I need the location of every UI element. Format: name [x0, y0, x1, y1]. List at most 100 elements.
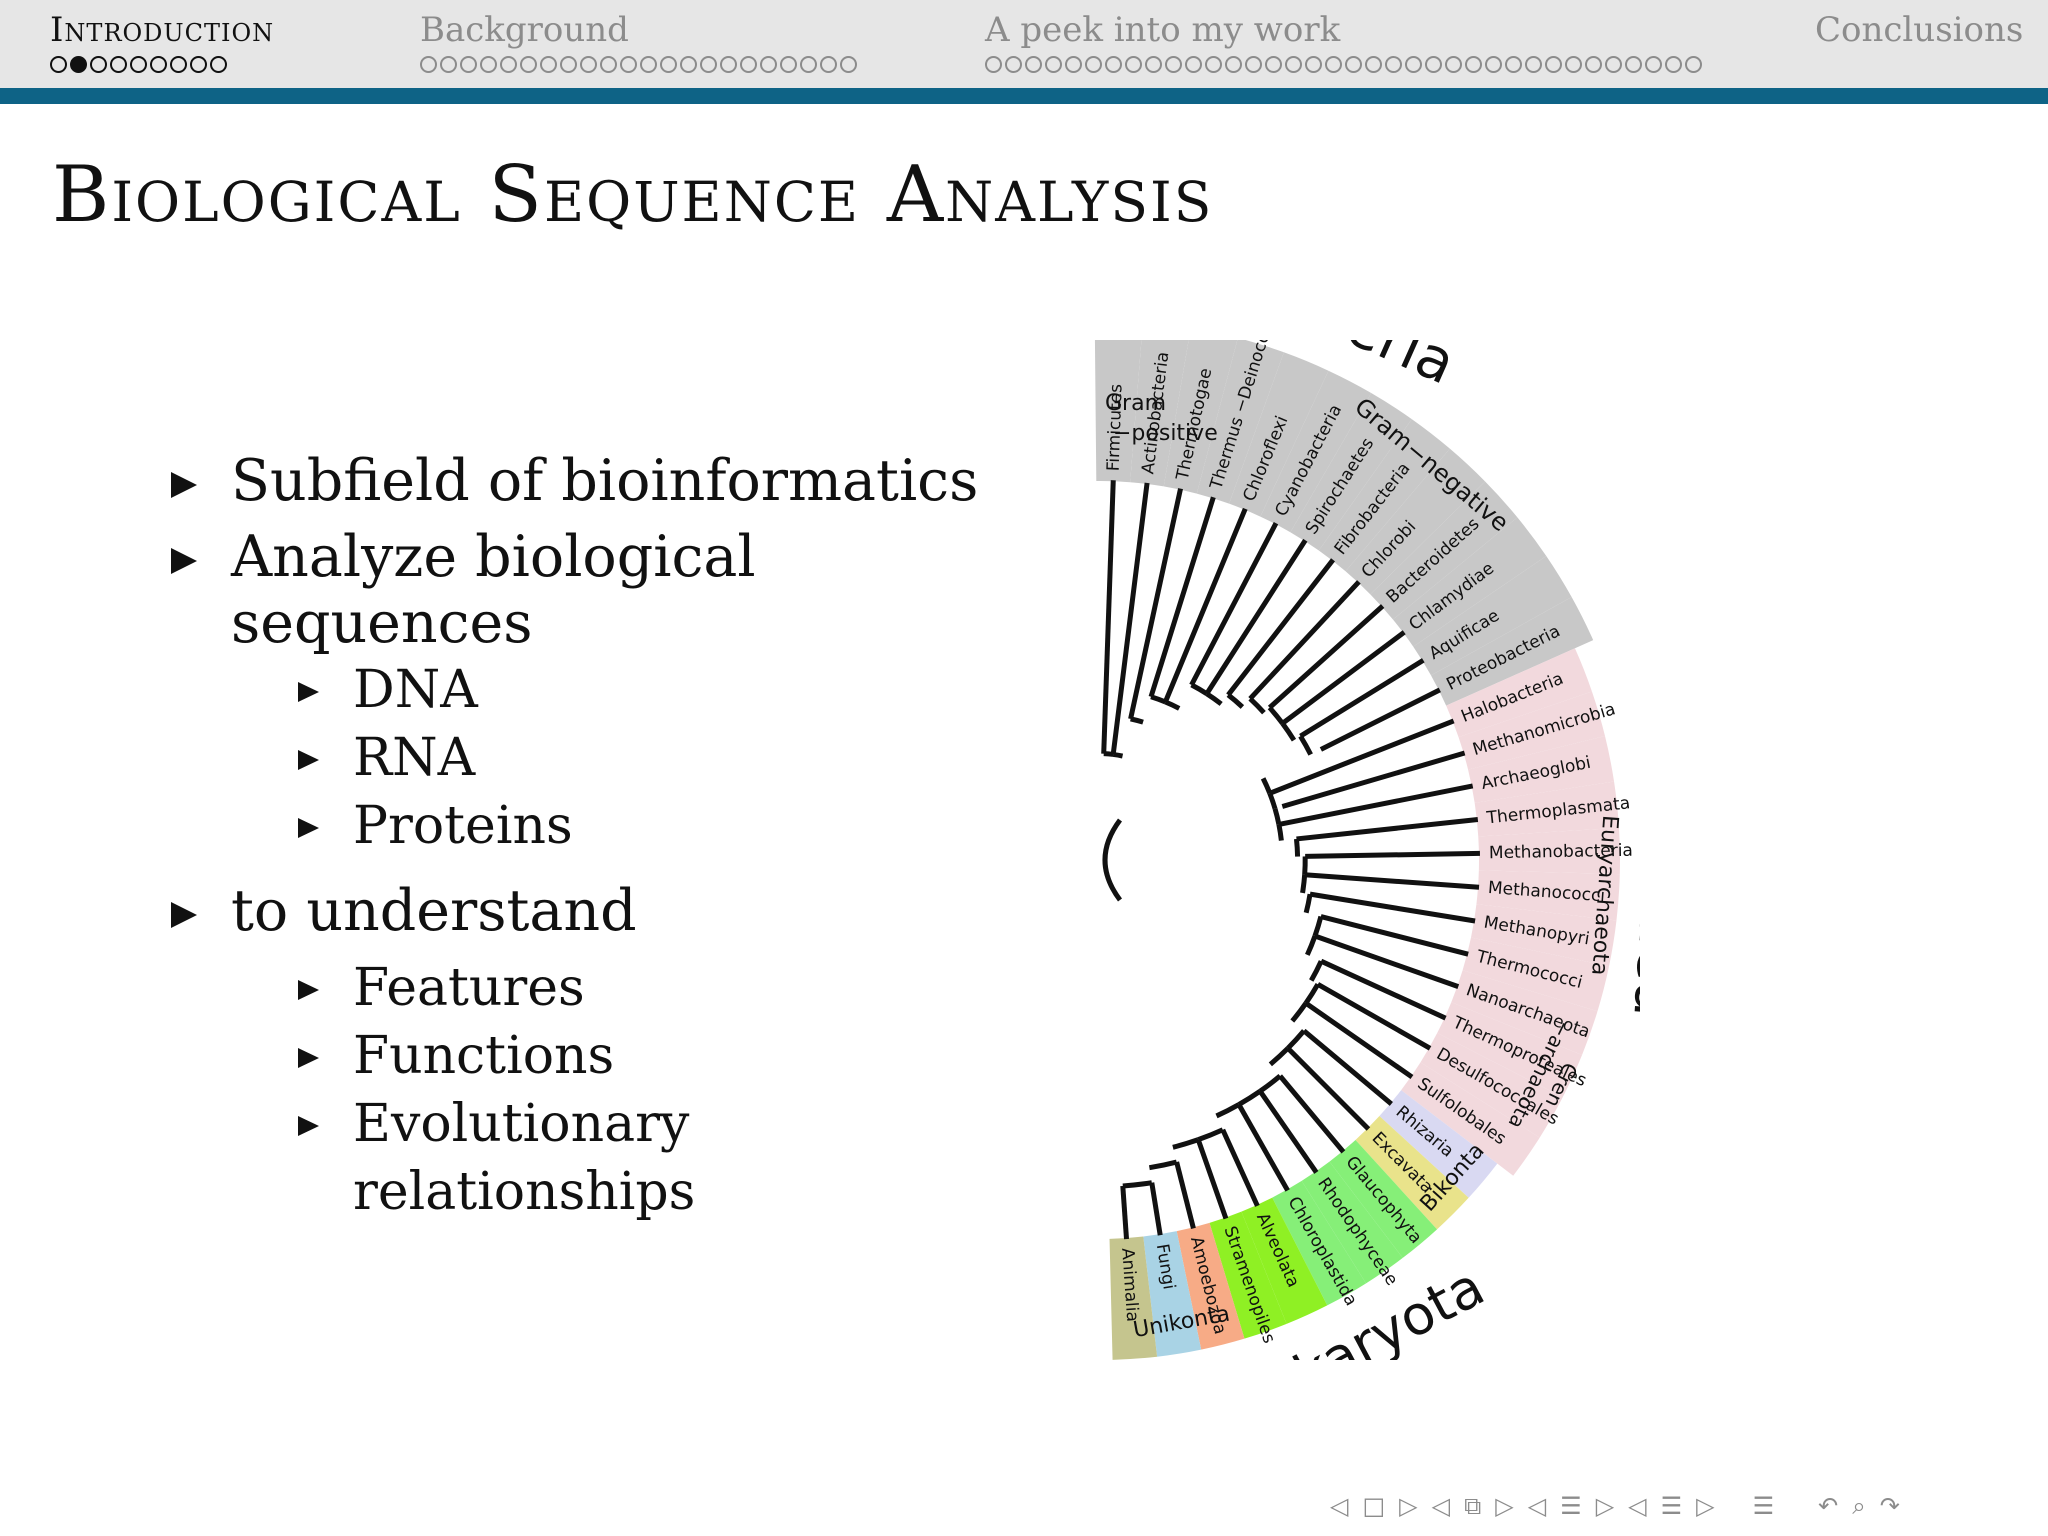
- tree-branch: [1110, 482, 1150, 755]
- frame-dot[interactable]: [560, 56, 577, 73]
- frame-dot[interactable]: [800, 56, 817, 73]
- clade-sector: [1241, 1197, 1328, 1324]
- frame-dot[interactable]: [1685, 56, 1702, 73]
- frame-dot[interactable]: [1645, 56, 1662, 73]
- frame-dot[interactable]: [1205, 56, 1222, 73]
- frame-dot[interactable]: [680, 56, 697, 73]
- frame-dot[interactable]: [780, 56, 797, 73]
- frame-dot[interactable]: [1425, 56, 1442, 73]
- frame-dot[interactable]: [1125, 56, 1142, 73]
- frame-dot[interactable]: [1045, 56, 1062, 73]
- frame-dot[interactable]: [1065, 56, 1082, 73]
- next-doc-icon[interactable]: ▷: [1696, 1492, 1715, 1520]
- frame-dot[interactable]: [1525, 56, 1542, 73]
- frame-dot[interactable]: [420, 56, 437, 73]
- next-frame-icon[interactable]: ▷: [1399, 1492, 1418, 1520]
- frame-dot[interactable]: [1305, 56, 1322, 73]
- frame-dot[interactable]: [1545, 56, 1562, 73]
- frame-dot[interactable]: [1565, 56, 1582, 73]
- tree-branch: [1172, 1137, 1200, 1150]
- frame-dot[interactable]: [760, 56, 777, 73]
- subsection-icon[interactable]: ⧉: [1464, 1492, 1482, 1520]
- frame-dot[interactable]: [1465, 56, 1482, 73]
- frame-dot[interactable]: [1365, 56, 1382, 73]
- frame-dot[interactable]: [1445, 56, 1462, 73]
- frame-dot[interactable]: [1165, 56, 1182, 73]
- frame-dot[interactable]: [440, 56, 457, 73]
- frame-dot[interactable]: [820, 56, 837, 73]
- frame-dot[interactable]: [1585, 56, 1602, 73]
- frame-dot[interactable]: [1345, 56, 1362, 73]
- tree-branch: [1189, 522, 1279, 687]
- next-section-icon[interactable]: ▷: [1595, 1492, 1615, 1520]
- tree-branch: [1303, 893, 1313, 914]
- prev-section-icon[interactable]: ◁: [1527, 1492, 1547, 1520]
- frame-dot[interactable]: [620, 56, 637, 73]
- current-frame-dot[interactable]: [70, 56, 87, 73]
- tree-branch: [1268, 1046, 1290, 1067]
- frame-dot[interactable]: [640, 56, 657, 73]
- frame-dot[interactable]: [90, 56, 107, 73]
- frame-dot[interactable]: [1085, 56, 1102, 73]
- frame-dot[interactable]: [985, 56, 1002, 73]
- frame-dot[interactable]: [1665, 56, 1682, 73]
- frame-dot[interactable]: [740, 56, 757, 73]
- frame-dot[interactable]: [660, 56, 677, 73]
- frame-dot[interactable]: [1185, 56, 1202, 73]
- doc-icon[interactable]: ☰: [1660, 1492, 1683, 1520]
- frame-dot[interactable]: [1245, 56, 1262, 73]
- bullet-triangle-icon: [298, 1048, 319, 1068]
- frame-dot[interactable]: [190, 56, 207, 73]
- frame-dot[interactable]: [110, 56, 127, 73]
- prev-doc-icon[interactable]: ◁: [1628, 1492, 1647, 1520]
- tree-branch: [1286, 1029, 1306, 1051]
- frame-dot[interactable]: [210, 56, 227, 73]
- search-icon[interactable]: ⌕: [1852, 1492, 1866, 1520]
- frame-dot[interactable]: [1285, 56, 1302, 73]
- frame-dot[interactable]: [1625, 56, 1642, 73]
- undo-icon[interactable]: ↶: [1818, 1492, 1839, 1520]
- next-subsection-icon[interactable]: ▷: [1495, 1492, 1514, 1520]
- nav-section-introduction[interactable]: Introduction: [50, 8, 274, 73]
- nav-section-background[interactable]: Background: [420, 8, 857, 73]
- frame-icon[interactable]: □: [1362, 1492, 1386, 1520]
- clade-sector: [1209, 1211, 1287, 1339]
- frame-dot[interactable]: [1145, 56, 1162, 73]
- frame-dot[interactable]: [840, 56, 857, 73]
- frame-dot[interactable]: [1265, 56, 1282, 73]
- nav-section-conclusions[interactable]: Conclusions: [1815, 8, 2023, 52]
- nav-section-peek[interactable]: A peek into my work: [985, 8, 1702, 73]
- toc-icon[interactable]: ☰: [1752, 1492, 1775, 1520]
- frame-dot[interactable]: [170, 56, 187, 73]
- bullet-triangle-icon: [298, 818, 319, 838]
- frame-dot[interactable]: [130, 56, 147, 73]
- frame-dot[interactable]: [580, 56, 597, 73]
- frame-dot[interactable]: [1025, 56, 1042, 73]
- frame-dot[interactable]: [1225, 56, 1242, 73]
- frame-dot[interactable]: [500, 56, 517, 73]
- frame-dot[interactable]: [1385, 56, 1402, 73]
- frame-dot[interactable]: [460, 56, 477, 73]
- prev-subsection-icon[interactable]: ◁: [1431, 1492, 1451, 1520]
- frame-dot[interactable]: [1405, 56, 1422, 73]
- frame-dot[interactable]: [720, 56, 737, 73]
- frame-dot[interactable]: [1505, 56, 1522, 73]
- frame-dot[interactable]: [1485, 56, 1502, 73]
- tree-branch: [1316, 982, 1432, 1051]
- clade-sector: [1437, 1002, 1583, 1098]
- frame-dot[interactable]: [700, 56, 717, 73]
- frame-dot[interactable]: [600, 56, 617, 73]
- prev-frame-icon[interactable]: ◁: [1330, 1492, 1349, 1520]
- frame-dot[interactable]: [540, 56, 557, 73]
- bullet-triangle-icon: [298, 750, 319, 770]
- frame-dot[interactable]: [1005, 56, 1022, 73]
- section-icon[interactable]: ☰: [1560, 1492, 1582, 1520]
- frame-dot[interactable]: [480, 56, 497, 73]
- frame-dot[interactable]: [50, 56, 67, 73]
- frame-dot[interactable]: [1605, 56, 1622, 73]
- frame-dot[interactable]: [520, 56, 537, 73]
- redo-icon[interactable]: ↷: [1879, 1492, 1900, 1520]
- frame-dot[interactable]: [150, 56, 167, 73]
- frame-dot[interactable]: [1105, 56, 1122, 73]
- frame-dot[interactable]: [1325, 56, 1342, 73]
